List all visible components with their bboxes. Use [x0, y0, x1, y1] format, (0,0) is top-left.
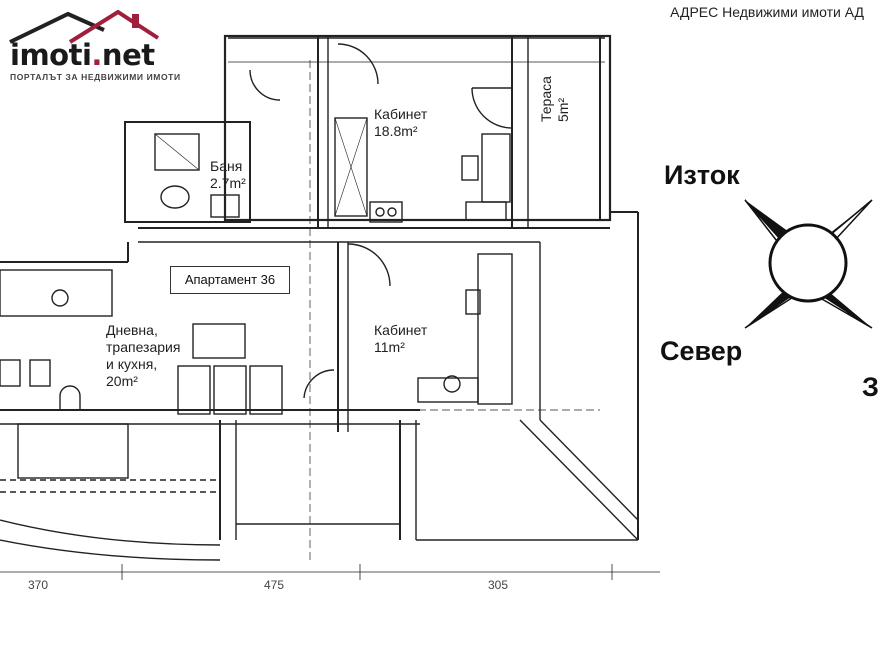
- compass-east-label: Изток: [664, 160, 740, 190]
- compass-north-label: Север: [660, 336, 743, 366]
- room-living-label: Дневна, трапезария и кухня, 20m²: [106, 322, 181, 389]
- dimension-475: 475: [264, 578, 285, 592]
- logo-tagline: ПОРТАЛЪТ ЗА НЕДВИЖИМИ ИМОТИ: [10, 72, 181, 82]
- dimension-370: 370: [28, 578, 49, 592]
- compass-rose-icon: [744, 199, 873, 329]
- apartment-number-label: Апартамент 36: [170, 266, 290, 294]
- compass-partial-label: З: [862, 372, 879, 402]
- dimension-305: 305: [488, 578, 509, 592]
- logo-wordmark: imoti.net: [10, 38, 155, 72]
- house-roof-icon: [9, 9, 160, 44]
- site-logo[interactable]: imoti.net ПОРТАЛЪТ ЗА НЕДВИЖИМИ ИМОТИ: [8, 8, 181, 88]
- agency-watermark: АДРЕС Недвижими имоти АД: [670, 4, 864, 20]
